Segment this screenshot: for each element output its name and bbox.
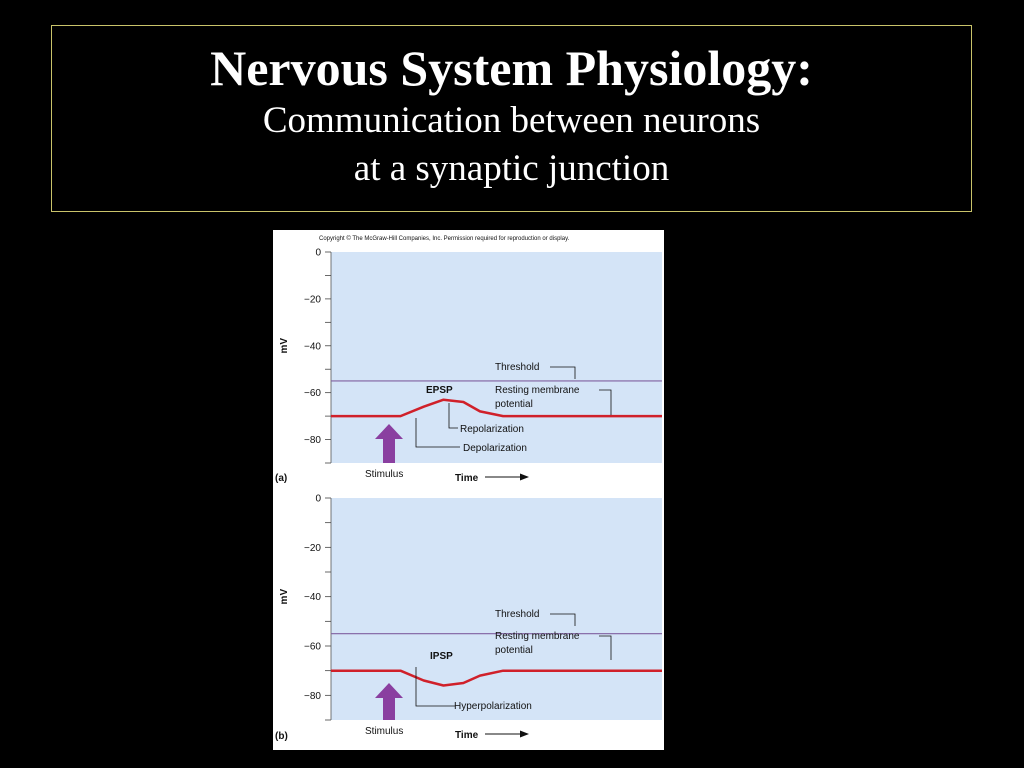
panel-label-b: (b) bbox=[275, 731, 288, 742]
resting-label-a-line1: Resting membrane bbox=[495, 385, 580, 396]
resting-leader-a bbox=[599, 389, 612, 415]
ipsp-label: IPSP bbox=[430, 651, 453, 662]
plot-area-b bbox=[331, 498, 662, 720]
figure-svg: Copyright © The McGraw-Hill Companies, I… bbox=[275, 235, 662, 742]
y-tick-label-b: −20 bbox=[304, 543, 321, 554]
y-axis-label-a: mV bbox=[279, 338, 290, 354]
y-axis-label-b: mV bbox=[279, 589, 290, 605]
epsp-label: EPSP bbox=[426, 385, 453, 396]
resting-label-a-line2: potential bbox=[495, 399, 533, 410]
title-box: Nervous System Physiology: Communication… bbox=[51, 25, 972, 212]
y-ticks-a: 0 −20 −40 −60 −80 bbox=[304, 248, 332, 464]
y-tick-label-b: 0 bbox=[315, 494, 321, 505]
ipsp-trace bbox=[331, 669, 662, 687]
repolarization-leader bbox=[448, 403, 458, 429]
y-tick-label-a: −80 bbox=[304, 435, 321, 446]
hyperpolarization-leader bbox=[415, 667, 455, 707]
stimulus-label-a: Stimulus bbox=[365, 469, 403, 480]
panel-b: 0 −20 −40 −60 −80 mV Threshold Resting membr… bbox=[275, 494, 662, 742]
time-arrow-head-b bbox=[520, 730, 529, 738]
time-arrow-head-a bbox=[520, 473, 529, 481]
stimulus-label-b: Stimulus bbox=[365, 726, 403, 737]
resting-leader-b bbox=[599, 635, 612, 660]
y-tick-label-b: −60 bbox=[304, 642, 321, 653]
y-tick-label-b: −40 bbox=[304, 592, 321, 603]
stimulus-arrow-a bbox=[375, 424, 403, 463]
y-tick-label-a: −40 bbox=[304, 341, 321, 352]
depolarization-leader bbox=[415, 418, 460, 448]
resting-label-b-line1: Resting membrane bbox=[495, 631, 580, 642]
hyperpolarization-label: Hyperpolarization bbox=[454, 701, 532, 712]
slide-subtitle-line1: Communication between neurons bbox=[262, 100, 761, 141]
threshold-label-b: Threshold bbox=[495, 609, 539, 620]
threshold-leader-b bbox=[550, 613, 576, 626]
copyright-text: Copyright © The McGraw-Hill Companies, I… bbox=[319, 235, 570, 242]
panel-a: 0 −20 −40 −60 −80 mV Threshold Resting membr… bbox=[275, 248, 662, 484]
y-ticks-b: 0 −20 −40 −60 −80 bbox=[304, 494, 332, 721]
stimulus-arrow-b bbox=[375, 683, 403, 720]
resting-label-b-line2: potential bbox=[495, 645, 533, 656]
figure-panel: Copyright © The McGraw-Hill Companies, I… bbox=[273, 230, 664, 750]
x-axis-label-b: Time bbox=[455, 730, 479, 741]
epsp-trace bbox=[331, 398, 662, 418]
y-tick-label-a: −60 bbox=[304, 388, 321, 399]
threshold-label-a: Threshold bbox=[495, 362, 539, 373]
depolarization-label: Depolarization bbox=[463, 443, 527, 454]
slide-subtitle-line2: at a synaptic junction bbox=[353, 148, 670, 189]
panel-label-a: (a) bbox=[275, 473, 287, 484]
y-tick-label-b: −80 bbox=[304, 691, 321, 702]
slide-title: Nervous System Physiology: bbox=[210, 40, 813, 96]
y-tick-label-a: −20 bbox=[304, 294, 321, 305]
y-tick-label-a: 0 bbox=[315, 248, 321, 259]
threshold-leader-a bbox=[550, 366, 576, 379]
x-axis-label-a: Time bbox=[455, 473, 479, 484]
repolarization-label: Repolarization bbox=[460, 424, 524, 435]
